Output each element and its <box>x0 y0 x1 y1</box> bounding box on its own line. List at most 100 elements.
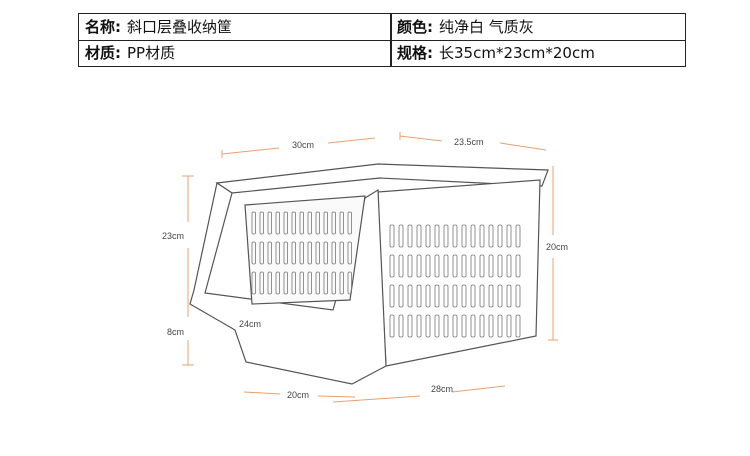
name-label: 名称: <box>85 18 121 36</box>
slot <box>461 224 467 248</box>
slot <box>299 271 304 295</box>
name-value: 斜口层叠收纳筐 <box>127 18 233 36</box>
slot <box>398 224 404 248</box>
slot <box>389 284 395 308</box>
slot <box>389 314 395 338</box>
slot <box>515 224 521 248</box>
dim-top-front: 30cm <box>292 140 314 150</box>
slot <box>251 271 256 295</box>
slot <box>323 211 328 235</box>
slot <box>497 314 503 338</box>
slot <box>479 314 485 338</box>
dim-top-side: 23.5cm <box>454 137 484 147</box>
slot <box>506 254 512 278</box>
slot <box>479 224 485 248</box>
slot <box>407 314 413 338</box>
slot <box>251 241 256 265</box>
slot <box>461 284 467 308</box>
slot <box>339 211 344 235</box>
slot <box>470 254 476 278</box>
slot <box>416 314 422 338</box>
slot <box>470 224 476 248</box>
slot <box>251 211 256 235</box>
slot <box>389 224 395 248</box>
slot <box>315 241 320 265</box>
slot <box>515 254 521 278</box>
slot <box>488 254 494 278</box>
slot <box>452 254 458 278</box>
slot <box>506 284 512 308</box>
color-cell: 颜色: 纯净白 气质灰 <box>397 14 534 40</box>
material-cell: 材质: PP材质 <box>85 40 175 66</box>
table-row: 名称: 斜口层叠收纳筐 颜色: 纯净白 气质灰 <box>79 14 685 41</box>
slot <box>315 271 320 295</box>
slot <box>452 284 458 308</box>
slot <box>331 211 336 235</box>
slot <box>259 241 264 265</box>
slot <box>275 241 280 265</box>
slot <box>506 314 512 338</box>
slot <box>425 224 431 248</box>
slot <box>339 241 344 265</box>
slot <box>398 254 404 278</box>
slot <box>425 254 431 278</box>
slot <box>434 254 440 278</box>
slot <box>347 271 352 295</box>
slot <box>275 211 280 235</box>
slot <box>515 314 521 338</box>
slot <box>488 314 494 338</box>
slot <box>425 314 431 338</box>
slot <box>267 271 272 295</box>
slot <box>488 284 494 308</box>
color-label: 颜色: <box>397 18 433 36</box>
slot <box>479 284 485 308</box>
slot <box>461 254 467 278</box>
slot <box>291 271 296 295</box>
slot <box>416 254 422 278</box>
slot <box>515 284 521 308</box>
slot <box>443 224 449 248</box>
slot <box>331 241 336 265</box>
material-label: 材质: <box>85 44 121 62</box>
slot <box>407 284 413 308</box>
slot <box>323 241 328 265</box>
slot <box>389 254 395 278</box>
slot <box>299 241 304 265</box>
slot <box>259 211 264 235</box>
size-value: 长35cm*23cm*20cm <box>439 44 595 62</box>
slot <box>275 271 280 295</box>
dim-front-height: 23cm <box>162 231 184 241</box>
slot <box>347 211 352 235</box>
dim-inner-width: 24cm <box>239 319 261 329</box>
slot <box>425 284 431 308</box>
inner-slots <box>251 211 352 295</box>
slot <box>398 314 404 338</box>
slot <box>267 241 272 265</box>
slot <box>283 241 288 265</box>
slot <box>259 271 264 295</box>
slot <box>315 211 320 235</box>
slot <box>443 284 449 308</box>
slot <box>452 314 458 338</box>
slot <box>283 271 288 295</box>
slot <box>283 211 288 235</box>
table-row: 材质: PP材质 规格: 长35cm*23cm*20cm <box>79 40 685 66</box>
slot <box>291 241 296 265</box>
slot <box>497 224 503 248</box>
slot <box>267 211 272 235</box>
basket-outline <box>189 163 549 385</box>
slot <box>497 284 503 308</box>
slot <box>407 254 413 278</box>
slot <box>307 241 312 265</box>
dim-bottom-depth: 28cm <box>431 384 453 394</box>
size-label: 规格: <box>397 44 433 62</box>
slot <box>299 211 304 235</box>
dimension-lines <box>182 132 558 403</box>
slot <box>407 224 413 248</box>
color-value: 纯净白 气质灰 <box>439 18 534 36</box>
spec-table: 名称: 斜口层叠收纳筐 颜色: 纯净白 气质灰 材质: PP材质 规格: 长35cm*2… <box>78 13 686 67</box>
slot <box>339 271 344 295</box>
slot <box>452 224 458 248</box>
dim-bottom-width: 20cm <box>287 390 309 400</box>
material-value: PP材质 <box>127 44 176 62</box>
